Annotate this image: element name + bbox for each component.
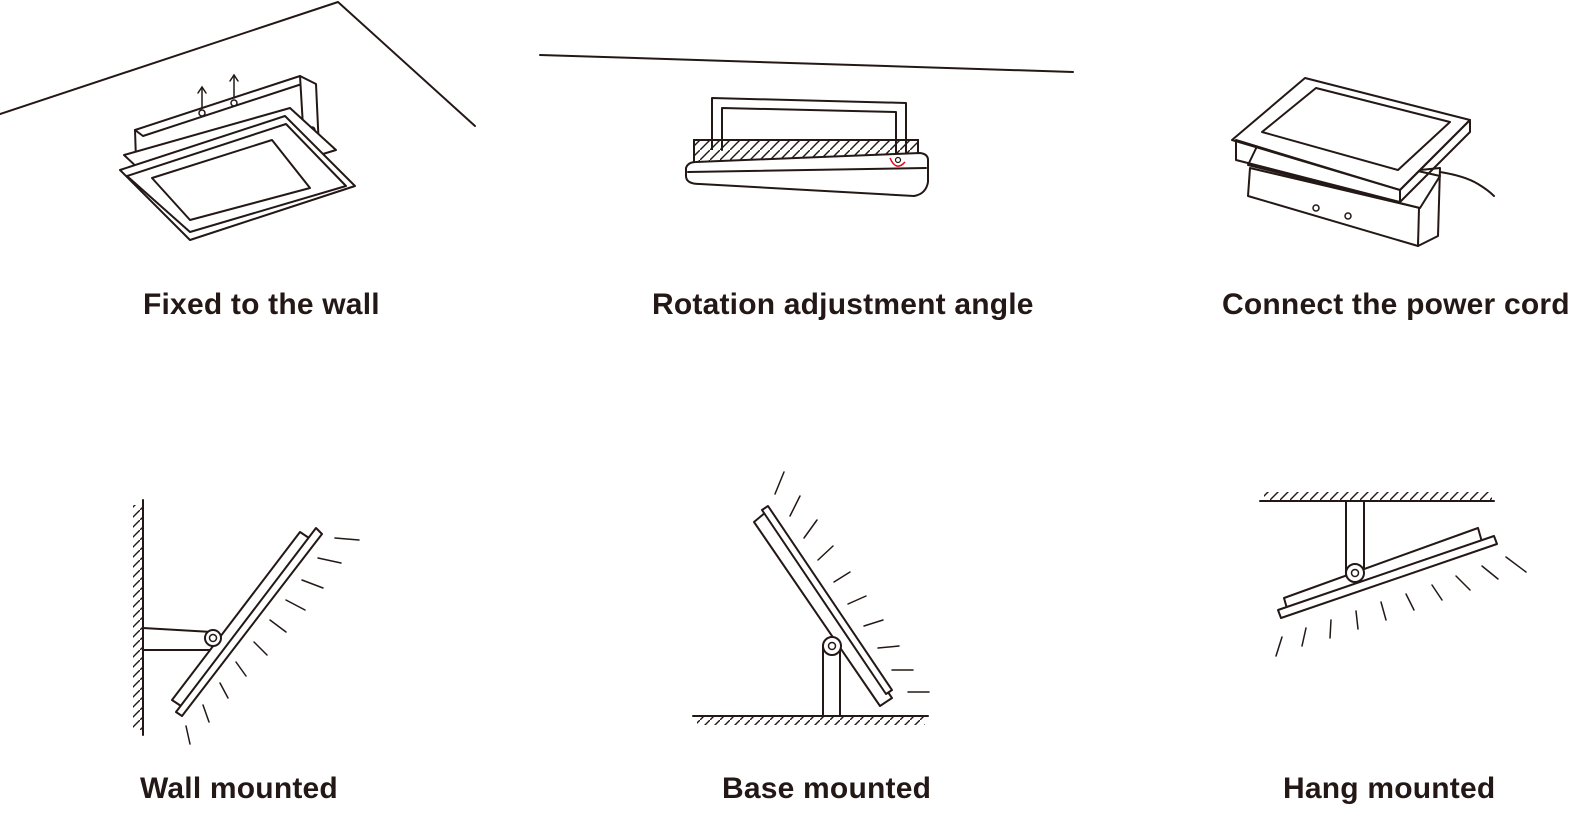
lens-panel xyxy=(1261,87,1451,171)
caption-hang-mounted: Hang mounted xyxy=(1283,772,1496,805)
ceiling-corner-line xyxy=(0,1,476,127)
rotation-arrow xyxy=(889,157,906,167)
floodlight-panel xyxy=(171,531,313,709)
lens-panel xyxy=(151,139,311,221)
caption-connect-power-cord: Connect the power cord xyxy=(1222,288,1570,321)
caption-base-mounted: Base mounted xyxy=(722,772,932,805)
power-cord-illustration xyxy=(1231,77,1495,247)
caption-fixed-to-wall: Fixed to the wall xyxy=(143,288,380,321)
hang-mounted-illustration xyxy=(1259,492,1527,657)
light-rays xyxy=(1275,556,1527,657)
power-cord xyxy=(1439,171,1495,197)
light-rays xyxy=(774,471,930,693)
ceiling-line xyxy=(539,54,1074,73)
base-stand xyxy=(822,645,841,717)
wall-arm xyxy=(142,627,213,651)
rotation-adjustment-illustration xyxy=(539,54,1074,197)
lift-arrows xyxy=(197,73,239,109)
floodlight-body xyxy=(685,152,929,197)
light-rays xyxy=(185,537,360,745)
caption-wall-mounted: Wall mounted xyxy=(140,772,338,805)
caption-rotation-adjustment: Rotation adjustment angle xyxy=(652,288,1034,321)
wall-mounted-illustration xyxy=(133,499,360,745)
base-mounted-illustration xyxy=(692,471,930,725)
fixed-to-wall-illustration xyxy=(0,1,476,241)
